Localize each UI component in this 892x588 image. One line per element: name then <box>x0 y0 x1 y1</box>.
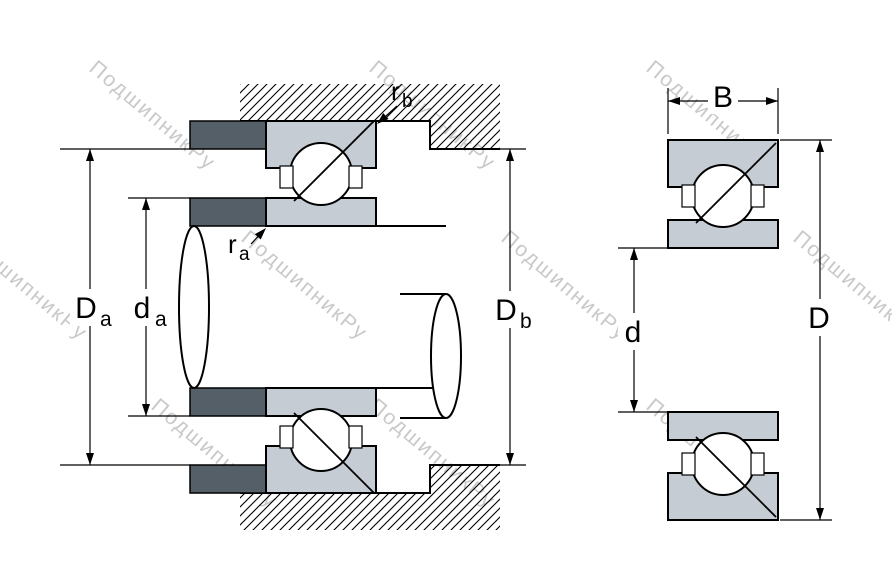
cage-pocket-right <box>348 425 363 449</box>
dim-label-main: B <box>713 81 733 114</box>
right-view: B d D <box>618 79 837 521</box>
arrowhead-icon <box>766 97 778 105</box>
label-mask <box>802 299 837 336</box>
cage-pocket-left <box>681 452 696 476</box>
dim-label-d: d <box>618 313 649 350</box>
shaft-end-face-left <box>178 225 210 389</box>
arrowhead-icon <box>816 508 824 520</box>
left-view: D a d a D b <box>60 76 538 530</box>
arrowhead-icon <box>630 400 638 412</box>
bearing-section-bottom <box>265 387 377 494</box>
cage-pocket-right <box>348 165 363 189</box>
callout-label-main: r <box>228 229 237 259</box>
arrowhead-icon <box>377 113 389 124</box>
dim-label-main: D <box>495 294 517 327</box>
arrowhead-icon <box>254 228 266 240</box>
bearing-section-top <box>667 139 779 249</box>
contact-angle-line <box>695 142 777 224</box>
dim-label-subscript: b <box>520 310 532 333</box>
cage-pocket-right <box>750 184 765 208</box>
cage-pocket-left <box>279 165 294 189</box>
bearing-section-bottom <box>667 411 779 521</box>
arrowhead-icon <box>506 453 514 465</box>
label-mask <box>708 79 738 114</box>
callout-ra: r a <box>228 228 266 265</box>
shaft-end-face-right <box>430 293 462 419</box>
dimension-D: D <box>780 139 837 521</box>
inner-ring <box>265 197 377 227</box>
contact-angle-line <box>293 120 375 202</box>
housing-hatch-bottom <box>240 465 500 530</box>
arrowhead-icon <box>142 198 150 210</box>
inner-ring <box>667 219 779 249</box>
dimension-B: B <box>667 79 779 134</box>
dimension-da: d a <box>126 197 190 417</box>
leader-line <box>250 236 259 245</box>
cage-pocket-left <box>681 184 696 208</box>
dim-label-main: d <box>134 292 151 325</box>
bearing-section-top <box>265 120 377 227</box>
dim-label-subscript: a <box>100 308 112 331</box>
dim-label-da: d a <box>126 289 174 331</box>
label-mask <box>618 313 649 350</box>
contact-angle-line <box>695 436 777 518</box>
shaft-spacer-bottom <box>189 387 267 417</box>
dim-label-main: d <box>625 316 642 349</box>
arrowhead-icon <box>816 140 824 152</box>
leader-line <box>385 105 398 117</box>
callout-label-main: r <box>391 76 400 106</box>
dim-label-main: D <box>808 302 830 335</box>
inner-ring <box>265 387 377 417</box>
housing-spacer-bottom <box>189 464 267 494</box>
housing-spacer-top <box>189 120 267 150</box>
callout-label-subscript: b <box>402 91 413 112</box>
shaft <box>178 225 462 419</box>
dim-label-D: D <box>802 299 837 336</box>
arrowhead-icon <box>86 453 94 465</box>
dim-label-Db: D b <box>490 291 538 333</box>
dimension-Db: D b <box>490 148 538 466</box>
callout-rb: r b <box>377 76 413 124</box>
dim-label-subscript: a <box>155 308 167 331</box>
cage-pocket-left <box>279 425 294 449</box>
dim-label-main: D <box>75 292 97 325</box>
contact-angle-line <box>293 412 375 494</box>
callout-label-subscript: a <box>239 244 250 265</box>
dim-label-Da: D a <box>70 289 118 331</box>
arrowhead-icon <box>86 149 94 161</box>
housing-hatch-top <box>240 84 500 149</box>
shaft-spacer-top <box>189 197 267 227</box>
dim-label-B: B <box>708 79 738 114</box>
arrowhead-icon <box>630 248 638 260</box>
arrowhead-icon <box>142 404 150 416</box>
arrowhead-icon <box>506 149 514 161</box>
dimension-d: d <box>618 247 668 413</box>
label-mask <box>126 289 174 326</box>
arrowhead-icon <box>668 97 680 105</box>
cage-pocket-right <box>750 452 765 476</box>
dimension-Da: D a <box>60 148 190 466</box>
label-mask <box>70 289 118 326</box>
label-mask <box>490 291 538 328</box>
